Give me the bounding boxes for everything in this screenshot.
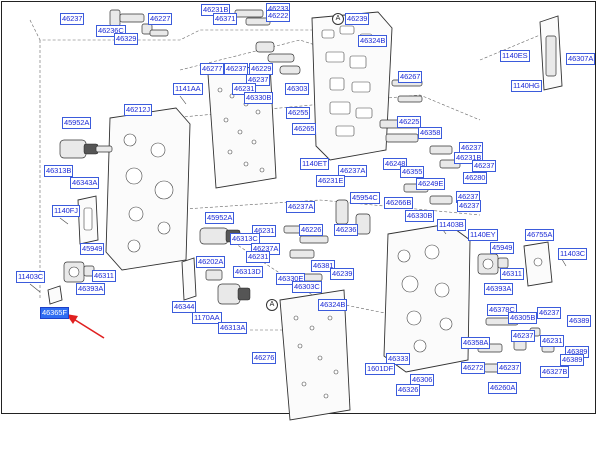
callout-a-top: A [332,13,344,25]
part-label-45954c[interactable]: 45954C [350,192,380,204]
part-label-1140et[interactable]: 1140ET [300,158,330,170]
part-label-46255[interactable]: 46255 [286,107,311,119]
part-label-1140es[interactable]: 1140ES [500,50,530,62]
part-label-1170aa[interactable]: 1170AA [192,312,222,324]
part-label-46389[interactable]: 46389 [567,315,592,327]
separator-plate-46276-art [279,289,351,421]
part-label-46329[interactable]: 46329 [114,33,139,45]
part-label-46212j[interactable]: 46212J [124,104,153,116]
part-label-46237-b[interactable]: 46237 [224,63,249,75]
spool-46231b-art [234,9,301,75]
part-label-46343a[interactable]: 46343A [70,177,100,189]
part-label-46265[interactable]: 46265 [292,123,317,135]
part-label-46324b-a[interactable]: 46324B [358,35,388,47]
part-label-46239-b[interactable]: 46239 [330,268,355,280]
part-label-46393a-b[interactable]: 46393A [484,283,514,295]
part-label-46381[interactable]: 46381 [311,260,336,272]
indicator-arrow [66,314,105,339]
part-label-1601df[interactable]: 1601DF [365,363,396,375]
part-label-46755a[interactable]: 46755A [525,229,555,241]
spring-stack-center-art [283,199,371,282]
part-label-46307a[interactable]: 46307A [566,53,596,65]
spool-46227-art [109,9,169,37]
valve-body-46212j-art [105,107,191,271]
bracket-46307a-art [539,15,563,91]
part-label-46222[interactable]: 46222 [266,10,291,22]
part-label-46306[interactable]: 46306 [410,374,435,386]
bracket-46344-art [181,257,197,301]
clip-46365f-art [47,285,63,305]
part-label-46313b[interactable]: 46313B [44,165,74,177]
part-label-46237-h[interactable]: 46237 [537,307,562,319]
lower-valve-body-art [383,223,471,373]
part-label-46266b[interactable]: 46266B [384,197,414,209]
spring-stack-upper-right-art [403,145,461,205]
part-label-46330b-b[interactable]: 46330B [405,210,435,222]
part-label-45952a-b[interactable]: 45952A [205,212,235,224]
part-label-46280[interactable]: 46280 [463,172,488,184]
part-label-46237-a[interactable]: 46237 [60,13,85,25]
part-label-46231e[interactable]: 46231E [316,175,346,187]
part-label-46311-a[interactable]: 46311 [92,270,116,282]
part-label-1140ey[interactable]: 1140EY [468,229,498,241]
part-label-46239[interactable]: 46239 [345,13,370,25]
callout-a-bottom: A [266,299,278,311]
part-label-46326[interactable]: 46326 [396,384,421,396]
part-label-46303c[interactable]: 46303C [292,281,322,293]
bracket-45949-art [77,195,99,245]
part-label-46305b[interactable]: 46305B [508,312,538,324]
part-label-45952a-a[interactable]: 45952A [62,117,92,129]
part-label-46276[interactable]: 46276 [252,352,277,364]
part-label-46202a[interactable]: 46202A [196,256,226,268]
part-label-46231-d[interactable]: 46231 [540,335,565,347]
part-label-46237-j[interactable]: 46237 [497,362,522,374]
part-label-46227[interactable]: 46227 [148,13,173,25]
bracket-46755a-art [523,241,553,287]
upper-valve-body-art [311,11,423,161]
part-label-46237a-b[interactable]: 46237A [286,201,316,213]
part-label-46333[interactable]: 46333 [386,353,411,365]
part-label-46260a[interactable]: 46260A [488,382,518,394]
part-label-46313a[interactable]: 46313A [218,322,248,334]
part-label-46225[interactable]: 46225 [397,116,422,128]
part-label-46303[interactable]: 46303 [285,83,310,95]
part-label-46231-c[interactable]: 46231 [246,251,271,263]
part-label-46237-g[interactable]: 46237 [457,200,482,212]
part-label-46358[interactable]: 46358 [418,127,443,139]
part-label-46249e[interactable]: 46249E [416,178,446,190]
part-label-11403c-a[interactable]: 11403C [558,248,588,260]
part-label-46344[interactable]: 46344 [172,301,197,313]
part-label-1140fj[interactable]: 1140FJ [52,205,80,217]
part-label-46267[interactable]: 46267 [398,71,423,83]
part-label-46358a[interactable]: 46358A [461,337,491,349]
part-label-46393a-a[interactable]: 46393A [76,283,106,295]
part-label-46226[interactable]: 46226 [299,224,324,236]
part-label-1140hg[interactable]: 1140HG [511,80,542,92]
part-label-46237a-a[interactable]: 46237A [338,165,368,177]
part-label-46324b-b[interactable]: 46324B [318,299,348,311]
part-label-46355[interactable]: 46355 [400,166,425,178]
part-label-46272[interactable]: 46272 [461,362,486,374]
part-label-46313d[interactable]: 46313D [233,266,263,278]
part-label-46365f[interactable]: 46365F [40,307,69,319]
part-label-45949-b[interactable]: 45949 [490,242,515,254]
part-label-46236[interactable]: 46236 [334,224,359,236]
part-label-46371[interactable]: 46371 [213,13,238,25]
part-label-46327b[interactable]: 46327B [540,366,570,378]
solenoid-46313a-art [205,269,251,305]
part-label-46389-c[interactable]: 46389 [560,354,585,366]
part-label-46330b-a[interactable]: 46330B [244,92,274,104]
part-label-46237-i[interactable]: 46237 [511,330,536,342]
solenoid-46311-left-art [63,261,95,283]
part-label-46313c[interactable]: 46313C [230,233,260,245]
part-label-45949-a[interactable]: 45949 [80,243,105,255]
part-label-46237-e[interactable]: 46237 [472,160,497,172]
part-label-46311-b[interactable]: 46311 [500,268,524,280]
part-label-1141aa[interactable]: 1141AA [173,83,203,95]
part-label-46277[interactable]: 46277 [200,63,225,75]
part-label-11403c-b[interactable]: 11403C [16,271,46,283]
part-label-11403b[interactable]: 11403B [437,219,466,231]
solenoid-46313b-art [59,139,113,159]
